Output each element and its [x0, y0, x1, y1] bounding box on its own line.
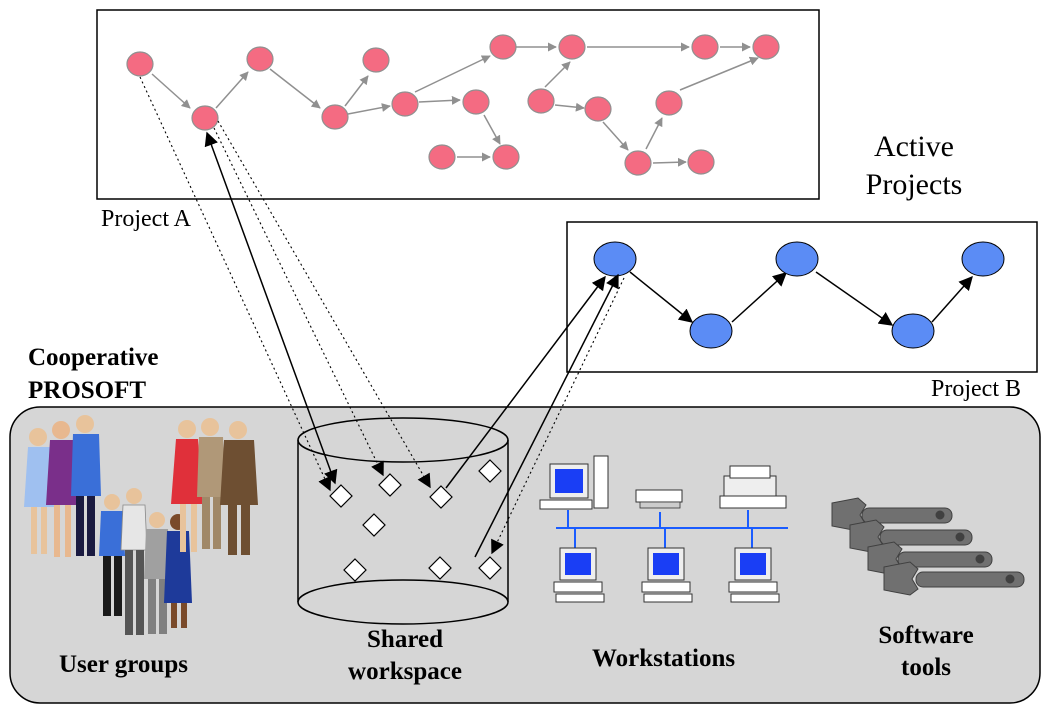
node: [752, 34, 780, 60]
workspace-item-icon: [478, 459, 502, 483]
node: [321, 104, 349, 130]
node: [584, 96, 612, 122]
node: [492, 144, 520, 170]
node: [775, 241, 819, 277]
people-icon: [24, 415, 258, 635]
node: [246, 46, 274, 72]
node: [961, 241, 1005, 277]
workspace-item-icon: [362, 513, 386, 537]
workspace-item-icon: [343, 558, 367, 582]
tools-line: tools: [901, 654, 951, 681]
computer-icon: [641, 547, 693, 603]
computer-icon: [728, 547, 780, 603]
printer-icon: [719, 465, 787, 509]
project-a-nodes: [126, 34, 780, 176]
shared-workspace-label: Shared workspace: [325, 624, 485, 688]
user-groups-label: User groups: [59, 651, 188, 678]
node: [527, 88, 555, 114]
workspace-item-icon: [329, 484, 353, 508]
database-cylinder-icon: [297, 417, 509, 625]
node: [891, 313, 935, 349]
software-tools-label: Software tools: [858, 620, 994, 684]
network-hub-icon: [635, 489, 683, 509]
node: [655, 90, 683, 116]
node: [191, 105, 219, 131]
node: [462, 89, 490, 115]
node: [489, 34, 517, 60]
node: [362, 47, 390, 73]
workspace-item-icon: [378, 473, 402, 497]
wrench-icon: [831, 497, 1025, 596]
prosoft-line: PROSOFT: [28, 377, 147, 404]
workspace-item-icon: [429, 485, 453, 509]
workspace-items: [329, 459, 502, 582]
node: [391, 91, 419, 117]
workspace-item-icon: [428, 556, 452, 580]
project-a-label: Project A: [101, 206, 191, 232]
workspace-line: workspace: [348, 658, 462, 685]
computer-icon: [553, 547, 605, 603]
project-b-edges: [629, 271, 973, 326]
node: [691, 34, 719, 60]
workspace-item-icon: [478, 556, 502, 580]
project-a-edges: [151, 42, 759, 167]
network-hub-icon: [556, 510, 788, 548]
shared-line: Shared: [367, 626, 443, 653]
solid-links: [204, 131, 619, 558]
node: [593, 241, 637, 277]
computer-icon: [539, 455, 609, 510]
software-line: Software: [878, 622, 974, 649]
project-b-label: Project B: [931, 376, 1021, 402]
active-projects-label: Active Projects: [858, 128, 970, 204]
cooperative-line: Cooperative: [28, 344, 159, 371]
node: [687, 149, 715, 175]
node: [428, 144, 456, 170]
project-b-nodes: [593, 241, 1005, 349]
cooperative-prosoft-label: Cooperative PROSOFT: [28, 341, 159, 407]
node: [624, 150, 652, 176]
node: [126, 51, 154, 77]
workstations-label: Workstations: [592, 645, 736, 672]
node: [558, 34, 586, 60]
active-projects-line-1: Active: [874, 130, 954, 163]
node: [689, 313, 733, 349]
active-projects-line-2: Projects: [865, 168, 963, 201]
